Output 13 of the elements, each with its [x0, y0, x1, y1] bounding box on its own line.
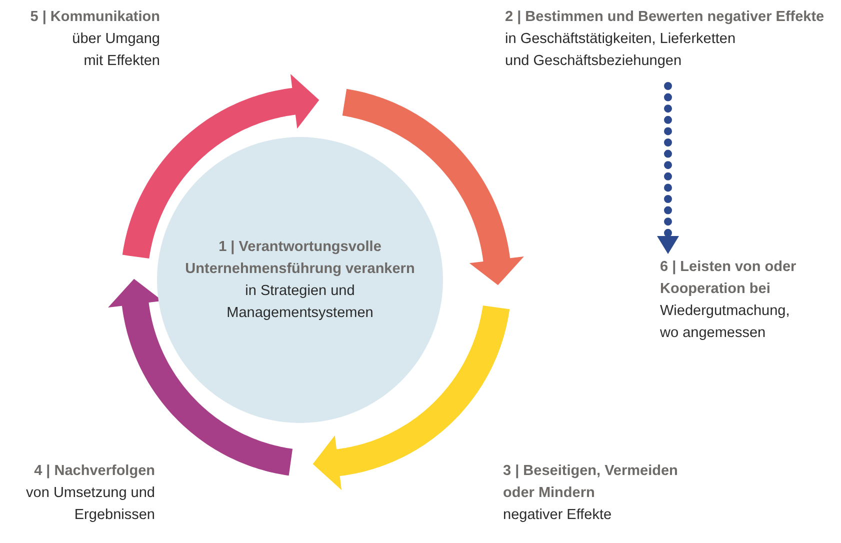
step-heading: 5 | Kommunikation — [30, 8, 160, 27]
step-heading: 6 | Leisten von oder Kooperation bei — [660, 258, 798, 299]
step-heading: 3 | Beseitigen, Vermeiden oder Mindern — [503, 462, 678, 503]
step-description: Wiedergutmachung, wo angemessen — [660, 302, 791, 343]
step-description: von Umsetzung und Ergebnissen — [25, 484, 155, 525]
step-heading: 1 | Verantwortungsvolle Unternehmensführung verankern — [184, 238, 416, 279]
step-description: über Umgang mit Effekten — [71, 30, 160, 71]
step-description: in Strategien und Managementsystemen — [226, 282, 374, 323]
step-heading: 4 | Nachverfolgen — [34, 462, 155, 481]
dotted-arrow — [657, 82, 679, 254]
step-heading: 2 | Bestimmen und Bewerten negativer Effekte — [505, 8, 824, 27]
step-description: negativer Effekte — [503, 506, 612, 525]
step-description: in Geschäftstätigkeiten, Lieferketten und Geschäftsbeziehungen — [505, 30, 737, 71]
